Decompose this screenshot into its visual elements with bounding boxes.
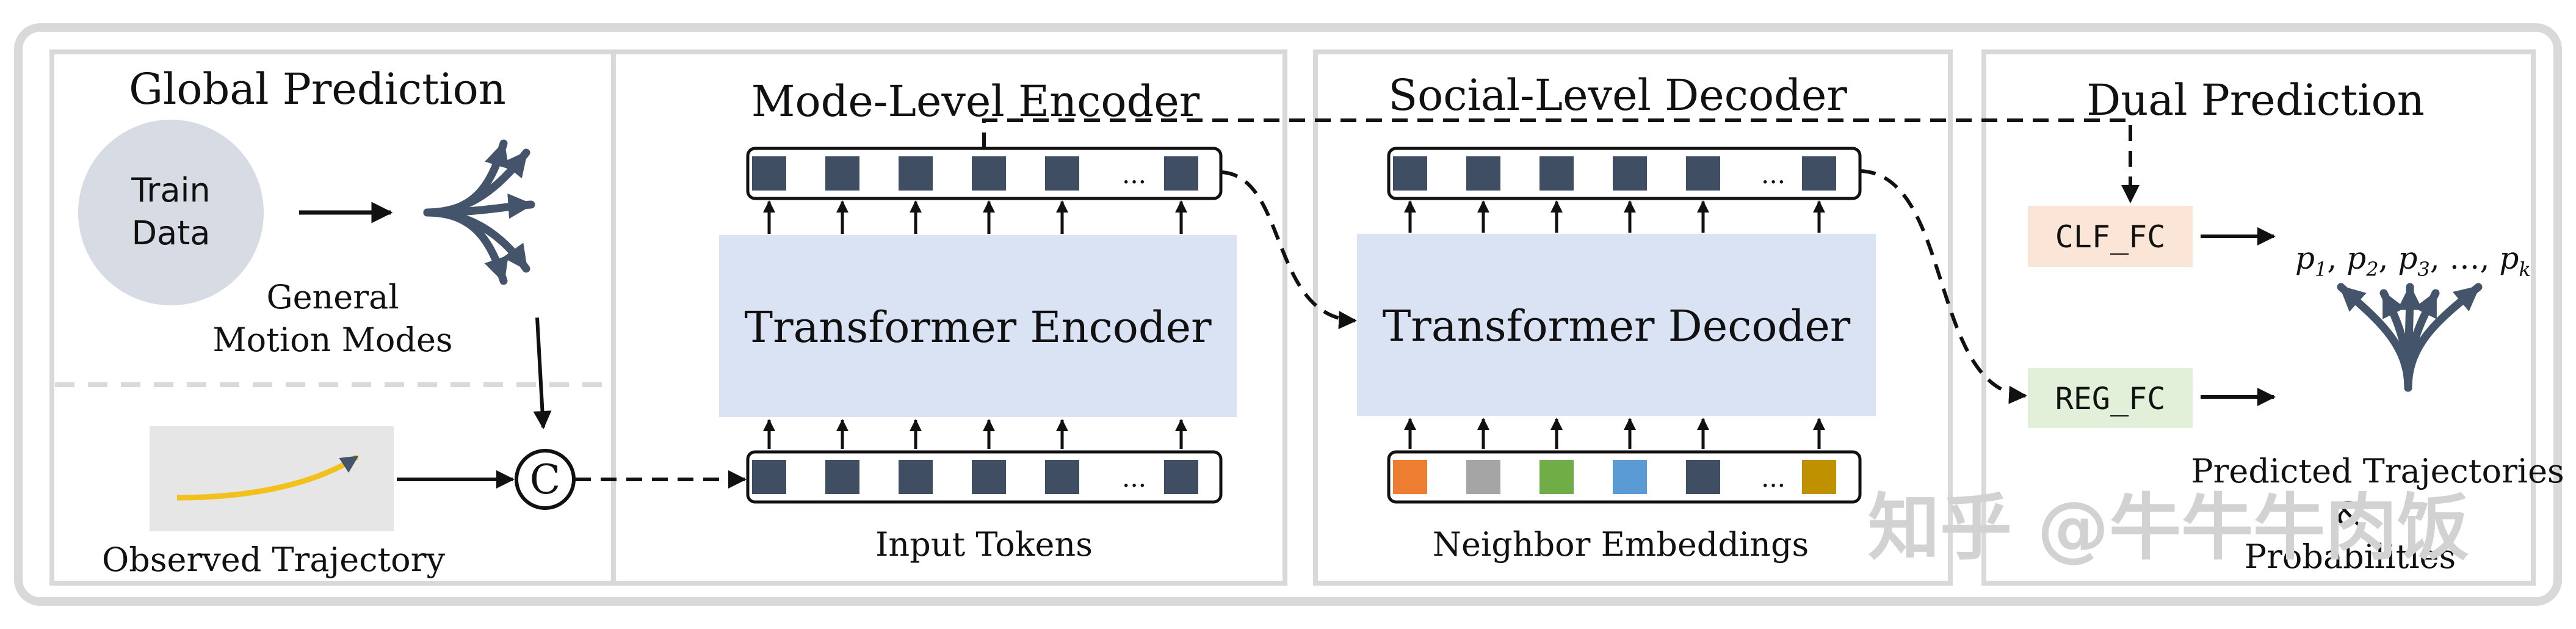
neighbor-embedding-tokens [1393, 460, 1836, 494]
input-tokens-label: Input Tokens [875, 525, 1093, 564]
decoder-output-ellipsis: ... [1761, 159, 1785, 189]
concat-operator-icon [515, 449, 576, 510]
decoder-output-token [1613, 156, 1647, 191]
encoder-input-token [752, 460, 786, 494]
watermark: 知乎 @牛牛牛肉饭 [1868, 485, 2469, 570]
neighbor-embeddings-label: Neighbor Embeddings [1433, 525, 1809, 564]
train-data-label-1: Train [131, 171, 211, 209]
encoder-input-ellipsis: ... [1122, 463, 1146, 493]
encoder-to-decoder-arrow [1221, 170, 1357, 329]
encoder-output-token [752, 156, 786, 191]
clf-fc-box [2028, 206, 2193, 267]
reg-fc-label: REG_FC [2055, 381, 2166, 416]
dual-prediction-title: Dual Prediction [2086, 75, 2425, 125]
social-level-decoder-title: Social-Level Decoder [1388, 70, 1847, 120]
encoder-output-token [1045, 156, 1079, 191]
neighbor-embedding-token [1466, 460, 1500, 494]
encoder-token-arrows [763, 200, 1187, 449]
encoder-input-token [899, 460, 933, 494]
encoder-output-ellipsis: ... [1122, 159, 1146, 189]
train-data-circle [78, 120, 264, 305]
train-data-label-2: Data [132, 214, 211, 252]
observed-trajectory-curve [176, 454, 359, 501]
mode-level-encoder-panel: Mode-Level Encoder ... Transformer Encod… [575, 49, 1287, 586]
decoder-output-tokens [1393, 156, 1836, 191]
neighbor-embedding-token [1539, 460, 1574, 494]
general-motion-modes-label-2: Motion Modes [212, 321, 452, 359]
transformer-encoder-block [719, 235, 1237, 417]
decoder-output-token [1802, 156, 1836, 191]
neighbor-ellipsis: ... [1761, 463, 1785, 493]
encoder-output-token [1164, 156, 1198, 191]
encoder-output-token [972, 156, 1006, 191]
decoder-output-token [1686, 156, 1720, 191]
encoder-input-tokens [752, 460, 1198, 494]
reg-fc-box [2028, 368, 2193, 428]
neighbor-embedding-token [1613, 460, 1647, 494]
encoder-output-token [899, 156, 933, 191]
encoder-input-token [1164, 460, 1198, 494]
dual-prediction-panel: Dual Prediction CLF_FC REG_FC p1, p2, p3… [1981, 49, 2564, 586]
encoder-input-token [825, 460, 859, 494]
encoder-output-tokens [752, 156, 1198, 191]
modes-to-concat-arrow [533, 317, 552, 429]
general-motion-modes-label-1: General [266, 278, 399, 316]
encoder-input-token [972, 460, 1006, 494]
decoder-output-token [1466, 156, 1500, 191]
encoder-input-token [1045, 460, 1079, 494]
decoder-to-reg-arrow [1859, 169, 2027, 404]
transformer-decoder-block [1357, 234, 1876, 416]
observed-trajectory-label: Observed Trajectory [102, 540, 446, 579]
decoder-token-arrows [1404, 200, 1825, 449]
transformer-decoder-label: Transformer Decoder [1383, 301, 1851, 351]
social-level-decoder-panel: Social-Level Decoder ... Transformer Dec… [1221, 49, 1953, 586]
encoder-output-token [825, 156, 859, 191]
transformer-encoder-label: Transformer Encoder [744, 302, 1212, 352]
global-prediction-panel: Global Prediction Train Data General Mot… [49, 49, 616, 586]
general-motion-modes-fan-icon [423, 139, 535, 285]
predicted-label-3: Probabilities [2245, 537, 2456, 576]
encoder-to-clf-arrow [982, 118, 2140, 203]
clf-fc-label: CLF_FC [2055, 219, 2166, 255]
predicted-label-2: & [2335, 495, 2365, 533]
observed-trajectory-box [150, 426, 394, 531]
neighbor-embedding-token [1802, 460, 1836, 494]
neighbor-embedding-token [1686, 460, 1720, 494]
predicted-label-1: Predicted Trajectories [2191, 452, 2564, 490]
global-prediction-title: Global Prediction [129, 64, 506, 114]
concat-operator-symbol: C [530, 456, 561, 503]
probabilities-formula: p1, p2, p3, …, pk [2295, 241, 2531, 281]
predicted-trajectories-fan-icon [2337, 283, 2483, 392]
neighbor-embedding-token [1393, 460, 1427, 494]
decoder-output-token [1393, 156, 1427, 191]
mode-level-encoder-title: Mode-Level Encoder [751, 76, 1200, 126]
decoder-output-token [1539, 156, 1574, 191]
